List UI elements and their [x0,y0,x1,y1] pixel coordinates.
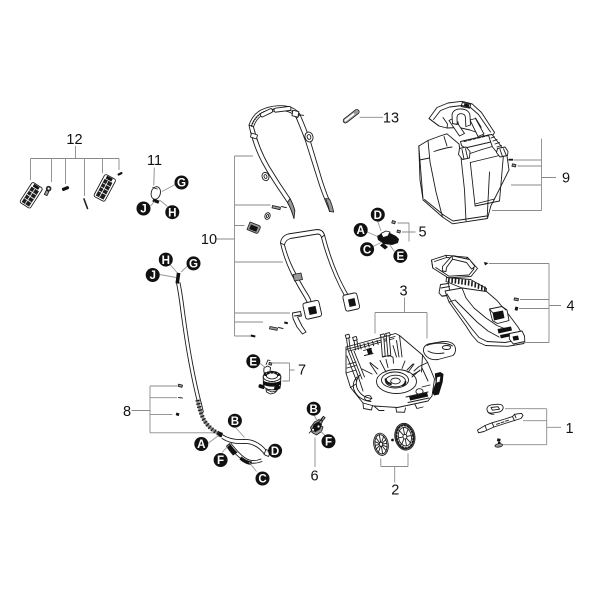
svg-text:4: 4 [566,299,574,315]
svg-text:6: 6 [310,469,318,485]
svg-text:1: 1 [565,421,573,437]
svg-text:F: F [217,454,224,467]
svg-text:C: C [258,473,267,486]
svg-text:13: 13 [383,111,399,127]
svg-text:3: 3 [399,284,407,300]
svg-text:5: 5 [418,225,426,241]
svg-text:C: C [363,243,372,256]
svg-text:E: E [249,356,257,369]
svg-text:7: 7 [298,363,306,379]
svg-text:2: 2 [391,483,399,499]
svg-text:B: B [310,403,318,416]
svg-text:G: G [177,177,186,190]
svg-text:10: 10 [201,232,217,248]
svg-text:B: B [231,415,239,428]
svg-text:A: A [357,224,366,237]
svg-text:J: J [140,203,146,216]
svg-text:E: E [397,250,405,263]
svg-text:H: H [168,206,176,219]
svg-text:G: G [189,258,198,271]
svg-text:H: H [162,254,170,267]
svg-text:A: A [197,438,206,451]
svg-text:8: 8 [123,404,131,420]
svg-text:F: F [325,436,332,449]
svg-text:J: J [149,269,155,282]
svg-text:D: D [271,445,279,458]
svg-text:9: 9 [562,171,570,187]
svg-text:D: D [374,209,382,222]
svg-text:11: 11 [147,153,162,169]
svg-text:12: 12 [66,132,82,148]
